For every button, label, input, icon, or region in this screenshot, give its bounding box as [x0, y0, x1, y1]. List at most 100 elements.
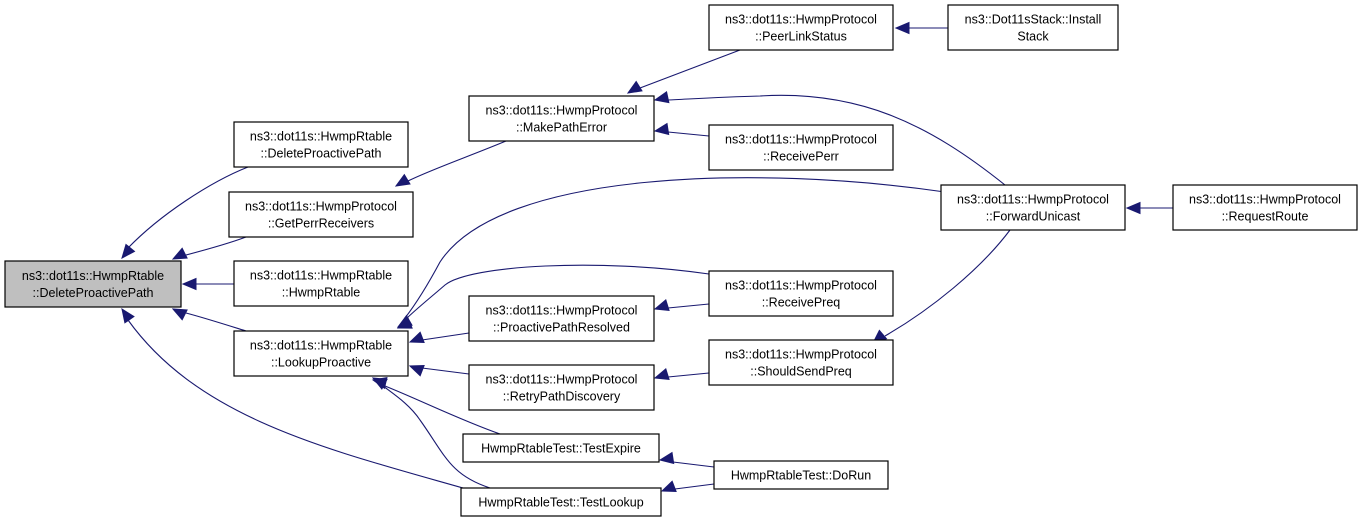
node-resolved[interactable]: ns3::dot11s::HwmpProtocol::ProactivePath… — [468, 295, 655, 342]
edge-line — [407, 140, 507, 182]
node-peer[interactable]: ns3::dot11s::HwmpProtocol::PeerLinkStatu… — [708, 4, 894, 51]
node-makeerr[interactable]: ns3::dot11s::HwmpProtocol::MakePathError — [468, 95, 655, 142]
root-node[interactable]: ns3::dot11s::HwmpRtable::DeleteProactive… — [4, 260, 182, 308]
node-box — [460, 487, 662, 517]
node-box — [940, 184, 1126, 231]
edge-getperr-to-root — [171, 236, 247, 260]
node-getperr[interactable]: ns3::dot11s::HwmpProtocol::GetPerrReceiv… — [228, 191, 414, 238]
arrowhead-icon — [658, 451, 675, 465]
node-box — [4, 260, 182, 308]
node-label-line: ::DeleteProactivePath — [33, 286, 154, 300]
edge-rt_delete-to-root — [121, 166, 249, 259]
edge-dorun-to-tlookup — [660, 480, 715, 492]
node-rpreq[interactable]: ns3::dot11s::HwmpProtocol::ReceivePreq — [708, 270, 894, 317]
edge-reqroute-to-fwd — [1125, 201, 1173, 215]
node-label-line: ::RetryPathDiscovery — [503, 390, 621, 404]
node-label-line: ns3::dot11s::HwmpProtocol — [957, 193, 1109, 207]
edge-makeerr-to-getperr — [394, 140, 507, 187]
node-tlookup[interactable]: HwmpRtableTest::TestLookup — [460, 487, 662, 517]
node-box — [708, 124, 894, 171]
edge-tlookup-to-lookup — [371, 377, 491, 489]
edge-line — [404, 264, 710, 321]
node-box — [228, 191, 414, 238]
node-label-line: ::MakePathError — [516, 121, 607, 135]
node-label-line: ::ShouldSendPreq — [750, 365, 852, 379]
node-dorun[interactable]: HwmpRtableTest::DoRun — [713, 460, 889, 490]
node-box — [468, 95, 655, 142]
edge-install-to-peer — [894, 21, 948, 35]
edge-line — [404, 177, 946, 319]
arrowhead-icon — [396, 317, 413, 329]
edges-layer — [121, 21, 1173, 492]
node-label-line: ::PeerLinkStatus — [755, 30, 847, 44]
node-should[interactable]: ns3::dot11s::HwmpProtocol::ShouldSendPre… — [708, 339, 894, 386]
arrowhead-icon — [121, 307, 135, 324]
node-label-line: ::GetPerrReceivers — [268, 217, 374, 231]
node-box — [708, 270, 894, 317]
arrowhead-icon — [408, 365, 425, 377]
node-fwd[interactable]: ns3::dot11s::HwmpProtocol::ForwardUnicas… — [940, 184, 1126, 231]
arrowhead-icon — [1125, 201, 1141, 215]
node-label-line: ns3::dot11s::HwmpRtable — [22, 269, 164, 283]
edge-line — [382, 385, 491, 489]
node-label-line: ::ProactivePathResolved — [493, 321, 630, 335]
node-rt_delete[interactable]: ns3::dot11s::HwmpRtable::DeleteProactive… — [233, 121, 409, 168]
node-retry[interactable]: ns3::dot11s::HwmpProtocol::RetryPathDisc… — [468, 364, 655, 411]
node-label-line: ns3::dot11s::HwmpProtocol — [486, 373, 638, 387]
arrowhead-icon — [171, 247, 188, 260]
node-lookup[interactable]: ns3::dot11s::HwmpRtable::LookupProactive — [233, 330, 409, 377]
node-rt_ctor[interactable]: ns3::dot11s::HwmpRtable::HwmpRtable — [233, 260, 409, 307]
node-label-line: ns3::dot11s::HwmpProtocol — [725, 348, 877, 362]
node-label-line: ns3::dot11s::HwmpProtocol — [245, 200, 397, 214]
node-box — [468, 364, 655, 411]
node-box — [708, 4, 894, 51]
arrowhead-icon — [660, 480, 677, 492]
edge-resolved-to-lookup — [408, 331, 470, 343]
node-expire[interactable]: HwmpRtableTest::TestExpire — [462, 433, 660, 463]
arrowhead-icon — [408, 331, 425, 343]
arrowhead-icon — [626, 80, 643, 94]
arrowhead-icon — [181, 277, 197, 291]
edge-rpreq-to-resolved — [653, 299, 710, 312]
edge-retry-to-lookup — [408, 365, 470, 377]
arrowhead-icon — [653, 299, 670, 312]
node-label-line: Stack — [1017, 30, 1049, 44]
node-label-line: ::ReceivePerr — [763, 150, 839, 164]
edge-line — [667, 94, 1006, 186]
edge-line — [884, 229, 1011, 337]
node-box — [233, 260, 409, 307]
edge-line — [667, 372, 710, 378]
edge-line — [421, 367, 470, 375]
node-rperr[interactable]: ns3::dot11s::HwmpProtocol::ReceivePerr — [708, 124, 894, 171]
arrowhead-icon — [894, 21, 910, 35]
node-label-line: ns3::dot11s::HwmpProtocol — [1189, 193, 1341, 207]
arrowhead-icon — [121, 243, 136, 259]
node-label-line: HwmpRtableTest::TestLookup — [478, 496, 643, 510]
edge-line — [185, 312, 247, 332]
edge-line — [667, 303, 710, 309]
node-box — [713, 460, 889, 490]
edge-line — [384, 385, 501, 435]
edge-line — [674, 483, 715, 490]
node-box — [708, 339, 894, 386]
node-reqroute[interactable]: ns3::dot11s::HwmpProtocol::RequestRoute — [1172, 184, 1358, 231]
arrowhead-icon — [171, 308, 188, 321]
edge-line — [127, 319, 471, 491]
edge-fwd-to-makeerr — [653, 91, 1006, 186]
node-label-line: ns3::dot11s::HwmpRtable — [250, 269, 392, 283]
edge-rt_ctor-to-root — [181, 277, 234, 291]
arrowhead-icon — [653, 91, 670, 104]
node-box — [1172, 184, 1358, 231]
edge-rpreq-to-lookup — [396, 264, 710, 329]
node-label-line: ::RequestRoute — [1222, 210, 1309, 224]
edge-lookup-to-root — [171, 308, 247, 332]
node-label-line: ns3::dot11s::HwmpProtocol — [725, 133, 877, 147]
node-box — [233, 330, 409, 377]
edge-line — [667, 131, 710, 137]
node-label-line: ns3::dot11s::HwmpProtocol — [725, 279, 877, 293]
nodes-layer: ns3::dot11s::HwmpRtable::DeleteProactive… — [4, 4, 1358, 517]
arrowhead-icon — [653, 368, 670, 381]
node-label-line: HwmpRtableTest::TestExpire — [481, 442, 641, 456]
